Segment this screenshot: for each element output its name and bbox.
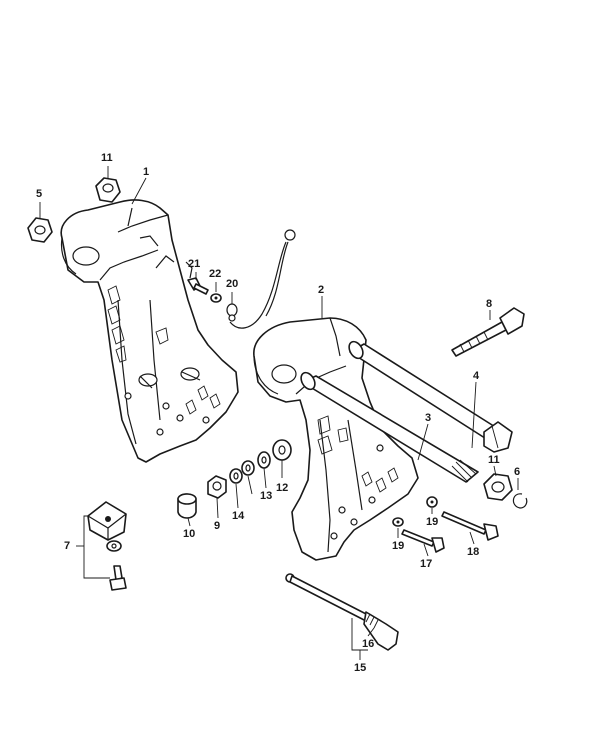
bolt-18 [441,511,499,541]
callout-3: 3 [425,412,432,424]
nut-5 [27,217,53,243]
nut-11-upper [95,177,121,203]
callout-2: 2 [318,284,325,296]
callout-8: 8 [486,298,493,310]
nut-11-lower [483,473,513,501]
shaft-4 [348,340,513,453]
ground-wire-20 [226,229,296,329]
shaft-3 [300,371,479,483]
callout-10: 10 [183,528,196,540]
bushing-10 [177,493,197,519]
leader-lines [39,166,519,660]
callout-20: 20 [226,278,239,290]
callout-4: 4 [473,370,480,382]
nut-9 [207,475,227,499]
washer-7 [106,540,122,552]
callout-14: 14 [232,510,245,522]
callout-13: 13 [260,490,273,502]
washer-12 [272,439,292,461]
callout-12: 12 [276,482,289,494]
callout-21: 21 [188,258,201,270]
screw-7 [109,565,127,591]
callout-19b: 19 [392,540,405,552]
clamp-bracket-right [253,317,419,561]
callout-7: 7 [64,540,71,552]
callout-18: 18 [467,546,480,558]
bolt-8 [451,307,525,357]
clamp-block-7 [87,501,127,541]
snap-ring-6 [512,493,528,509]
clamp-bracket-left [60,199,239,463]
washer-13a [257,451,271,469]
callout-11-lower: 11 [488,454,500,466]
washer-13b [241,460,255,476]
washer-19b [392,517,404,527]
washer-22 [210,293,222,303]
callout-17: 17 [420,558,433,570]
callout-5: 5 [36,188,43,200]
bolt-17 [401,529,445,553]
washer-19a [426,496,438,508]
callout-1: 1 [143,166,150,178]
callout-22: 22 [209,268,222,280]
callout-19a: 19 [426,516,439,528]
callout-6: 6 [514,466,521,478]
washer-14 [229,468,243,484]
callout-9: 9 [214,520,221,532]
callout-15: 15 [354,662,367,674]
screw-21 [187,277,209,295]
thumb-screw-rod-15 [285,573,399,651]
callout-11-upper: 11 [101,152,113,164]
callout-16: 16 [362,638,375,650]
